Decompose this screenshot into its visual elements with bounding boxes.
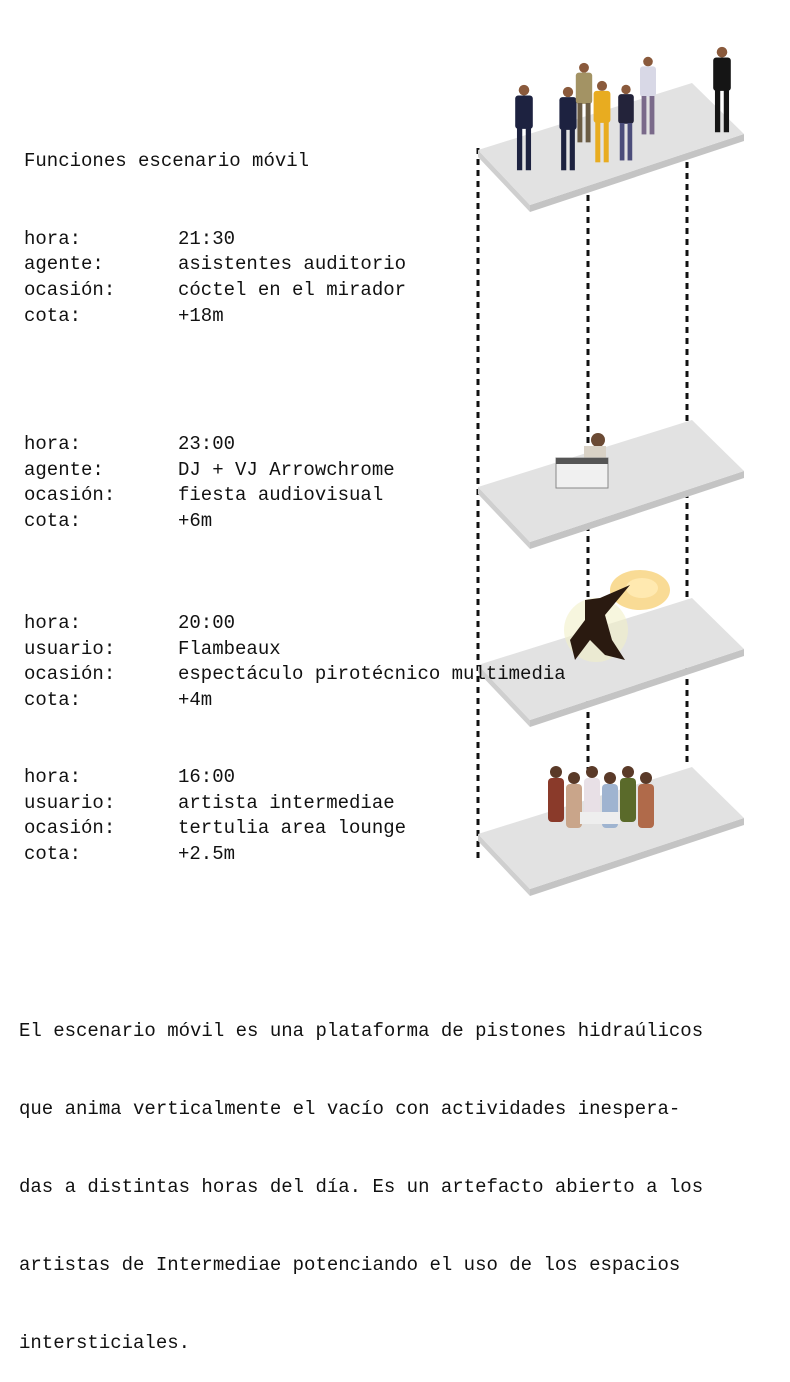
info-row: ocasión: tertulia area lounge (24, 816, 406, 842)
info-value: +4m (178, 689, 213, 712)
info-value: espectáculo pirotécnico multimedia (178, 663, 566, 686)
info-label: cota: (24, 689, 82, 712)
info-label: hora: (24, 433, 82, 455)
info-row: agente: asistentes auditorio (24, 252, 406, 278)
info-value: artista intermediae (178, 791, 395, 814)
info-row: usuario: artista intermediae (24, 791, 406, 817)
description-paragraph: El escenario móvil es una plataforma de … (19, 966, 703, 1382)
platform-side (478, 834, 530, 896)
platform-side (478, 487, 530, 549)
platform-side (478, 665, 530, 727)
info-row: usuario: Flambeaux (24, 637, 566, 663)
info-label: usuario: (24, 637, 116, 660)
fire-performer (564, 570, 670, 662)
info-value: 16:00 (178, 766, 236, 788)
info-row: hora: 23:00 (24, 432, 395, 458)
info-label: ocasión: (24, 484, 116, 507)
page-title: Funciones escenario móvil (24, 150, 310, 173)
info-label: cota: (24, 843, 82, 866)
person-figure (515, 84, 533, 171)
info-label: hora: (24, 612, 82, 634)
info-row: ocasión: cóctel en el mirador (24, 278, 406, 304)
info-label: hora: (24, 766, 82, 788)
person-figure (640, 56, 656, 135)
info-value: asistentes auditorio (178, 253, 407, 276)
platform-top (478, 420, 744, 542)
paragraph-line: intersticiales. (19, 1332, 191, 1354)
info-label: ocasión: (24, 817, 116, 840)
lounge-group (548, 766, 654, 828)
platform-side (530, 818, 744, 896)
platform-diagram (476, 46, 744, 896)
info-row: hora: 16:00 (24, 765, 406, 791)
person-figure (713, 46, 731, 133)
info-row: cota: +2.5m (24, 842, 406, 868)
cocktail-guests (515, 46, 731, 171)
info-label: cota: (24, 510, 82, 533)
info-label: usuario: (24, 791, 116, 814)
person-figure (559, 86, 577, 171)
info-row: cota: +18m (24, 304, 406, 330)
info-value: 21:30 (178, 227, 236, 250)
person-figure (575, 62, 593, 143)
info-label: hora: (24, 227, 82, 250)
info-row: hora: 20:00 (24, 611, 566, 637)
platform-cocktail (478, 83, 744, 212)
platform-side (530, 134, 744, 212)
info-row: hora: 21:30 (24, 227, 406, 253)
info-label: ocasión: (24, 278, 116, 301)
info-value: +6m (178, 510, 213, 533)
info-row: cota: +4m (24, 688, 566, 714)
platform-side (478, 150, 530, 212)
info-row: ocasión: espectáculo pirotécnico multimed… (24, 662, 566, 688)
info-label: agente: (24, 458, 104, 481)
info-label: agente: (24, 253, 104, 276)
paragraph-line: que anima verticalmente el vacío con act… (19, 1098, 681, 1120)
info-value: tertulia area lounge (178, 817, 407, 840)
person-figure (618, 84, 634, 161)
paragraph-line: artistas de Intermediae potenciando el u… (19, 1254, 681, 1276)
platform-top (478, 598, 744, 720)
info-value: DJ + VJ Arrowchrome (178, 458, 395, 481)
info-value: fiesta audiovisual (178, 484, 384, 507)
paragraph-line: das a distintas horas del día. Es un art… (19, 1176, 704, 1198)
person-figure (593, 80, 611, 163)
info-value: cóctel en el mirador (178, 278, 407, 301)
info-value: 23:00 (178, 433, 236, 455)
dj-booth (555, 433, 609, 489)
info-value: +2.5m (178, 843, 236, 866)
paragraph-line: El escenario móvil es una plataforma de … (19, 1020, 704, 1042)
platform-side (530, 471, 744, 549)
platform-party (478, 420, 744, 549)
platform-pyro (478, 598, 744, 727)
info-value: Flambeaux (178, 637, 281, 660)
section-pyro: hora: 20:00 usuario: Flambeaux ocasión: espec… (24, 611, 566, 714)
info-row: cota: +6m (24, 509, 395, 535)
info-value: 20:00 (178, 612, 236, 634)
info-value: +18m (178, 304, 224, 327)
platform-top (478, 83, 744, 205)
info-row: ocasión: fiesta audiovisual (24, 483, 395, 509)
info-label: cota: (24, 304, 82, 327)
platform-side (530, 649, 744, 727)
info-label: ocasión: (24, 663, 116, 686)
info-row: agente: DJ + VJ Arrowchrome (24, 458, 395, 484)
